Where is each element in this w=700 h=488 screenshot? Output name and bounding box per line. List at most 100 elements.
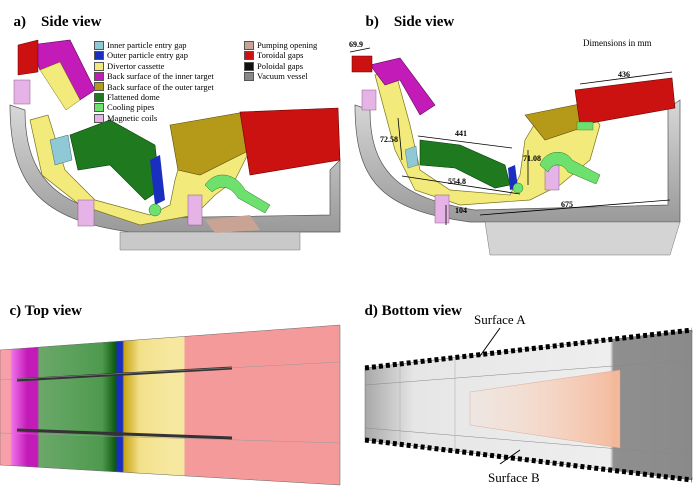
panel-a-title-text: Side view [41,14,102,30]
magnetic-coil-a1 [77,199,95,227]
panel-c-title-text: Top view [24,303,83,319]
panel-b-title-text: Side view [393,14,455,30]
outer-target-back-a [169,111,251,176]
legend-label: Cooling pipes [107,102,155,113]
legend-swatch [94,92,104,102]
dim-71-08: 71.08 [523,154,541,163]
surface-b-pointer [499,449,521,465]
legend-swatch [244,71,254,81]
panel-d-drawing [364,327,693,483]
legend-swatch [94,103,104,113]
legend-swatch [94,51,104,61]
poloidal-gap-bottom-c [16,428,233,440]
cooling-pipe-a2 [148,203,162,217]
legend-item: Poloidal gaps [244,61,317,71]
legend-swatch [94,71,104,81]
surface-b-label: Surface B [488,470,540,485]
cooling-pipe-b1 [539,152,601,185]
magnetic-coil-b2 [434,194,450,224]
magnetic-coil-b1 [361,89,377,111]
toroidal-gap-b-right [574,77,676,126]
grid-line-d1 [364,359,693,386]
cooling-pipe-b2 [512,182,524,194]
panel-a-drawing [9,39,341,251]
legend-item: Vacuum vessel [244,71,317,81]
toroidal-gap-b-left [351,55,373,73]
top-view-strip [0,324,341,486]
legend-swatch [94,61,104,71]
pumping-opening-a [205,215,260,233]
magnetic-coil-a3 [13,79,31,105]
grid-line-c1 [0,361,341,381]
cooling-pipe-a1 [204,174,271,214]
panel-d-title-text: Bottom view [381,303,462,319]
dim-104: 104 [455,206,467,215]
cooling-pipe-b3 [576,121,594,131]
legend-label: Back surface of the inner target [107,71,214,82]
legend-item: Back surface of the inner target [94,71,214,81]
legend-item: Outer particle entry gap [94,50,214,60]
panel-a-letter: a) [13,14,27,30]
inner-gap-a [49,134,73,166]
surface-a-edge [364,327,693,371]
vacuum-vessel-a [9,104,341,233]
dim-554-8: 554.8 [448,177,466,186]
grid-line-d2 [364,427,693,456]
legend-swatch [244,51,254,61]
legend-item: Pumping opening [244,40,317,50]
legend-swatch [94,82,104,92]
legend-item: Magnetic coils [94,113,214,123]
legend-item: Back surface of the outer target [94,82,214,92]
legend-item: Flattened dome [94,92,214,102]
surface-a-pointer [479,327,501,357]
inner-target-back-b [369,57,436,116]
flattened-dome-a [69,119,161,201]
panel-b-drawing [349,47,681,256]
surface-a-label: Surface A [474,312,526,327]
legend-item: Toroidal gaps [244,50,317,60]
panel-c-letter: c) [9,303,22,319]
dim-69-9: 69.9 [349,40,363,49]
dim-436: 436 [618,70,630,79]
panel-b-letter: b) [365,14,379,30]
dimensions-note: Dimensions in mm [583,38,652,48]
legend-label: Flattened dome [107,92,160,103]
toroidal-gap-a-left [17,39,39,76]
legend-swatch [244,40,254,50]
surface-b-edge [364,437,693,483]
grid-line-c2 [0,432,341,444]
legend-label: Poloidal gaps [257,60,304,71]
legend-label: Outer particle entry gap [107,50,188,61]
legend-swatch [94,40,104,50]
legend-label: Vacuum vessel [257,71,308,82]
vessel-bottom-plate-a [119,231,301,251]
panel-a-title: a) Side view [6,0,102,31]
inner-target-face-a [39,61,81,111]
legend-item: Divertor cassette [94,61,214,71]
legend-swatch [244,61,254,71]
panel-d-letter: d) [364,303,378,319]
vessel-bottom-plate-b [484,221,681,256]
panel-c-drawing [0,324,341,486]
magnetic-coil-a2 [187,194,203,226]
legend-label: Inner particle entry gap [107,40,187,50]
inner-gap-b [404,145,419,169]
legend-label: Toroidal gaps [257,50,304,61]
legend-label: Magnetic coils [107,112,158,123]
legend-label: Divertor cassette [107,60,165,71]
legend-label: Pumping opening [257,40,318,50]
dim-675: 675 [561,200,573,209]
dim-72-58: 72.58 [380,135,398,144]
poloidal-gap-top-c [16,366,233,382]
legend-swatch [94,113,104,123]
panel-d-title: d) Bottom view [357,286,463,320]
legend-label: Back surface of the outer target [107,81,214,92]
flattened-dome-b [419,139,511,189]
outer-gap-a [150,155,165,205]
panel-b-title: b) Side view [358,0,455,31]
legend-item: Inner particle entry gap [94,40,214,50]
dim-441: 441 [455,129,467,138]
